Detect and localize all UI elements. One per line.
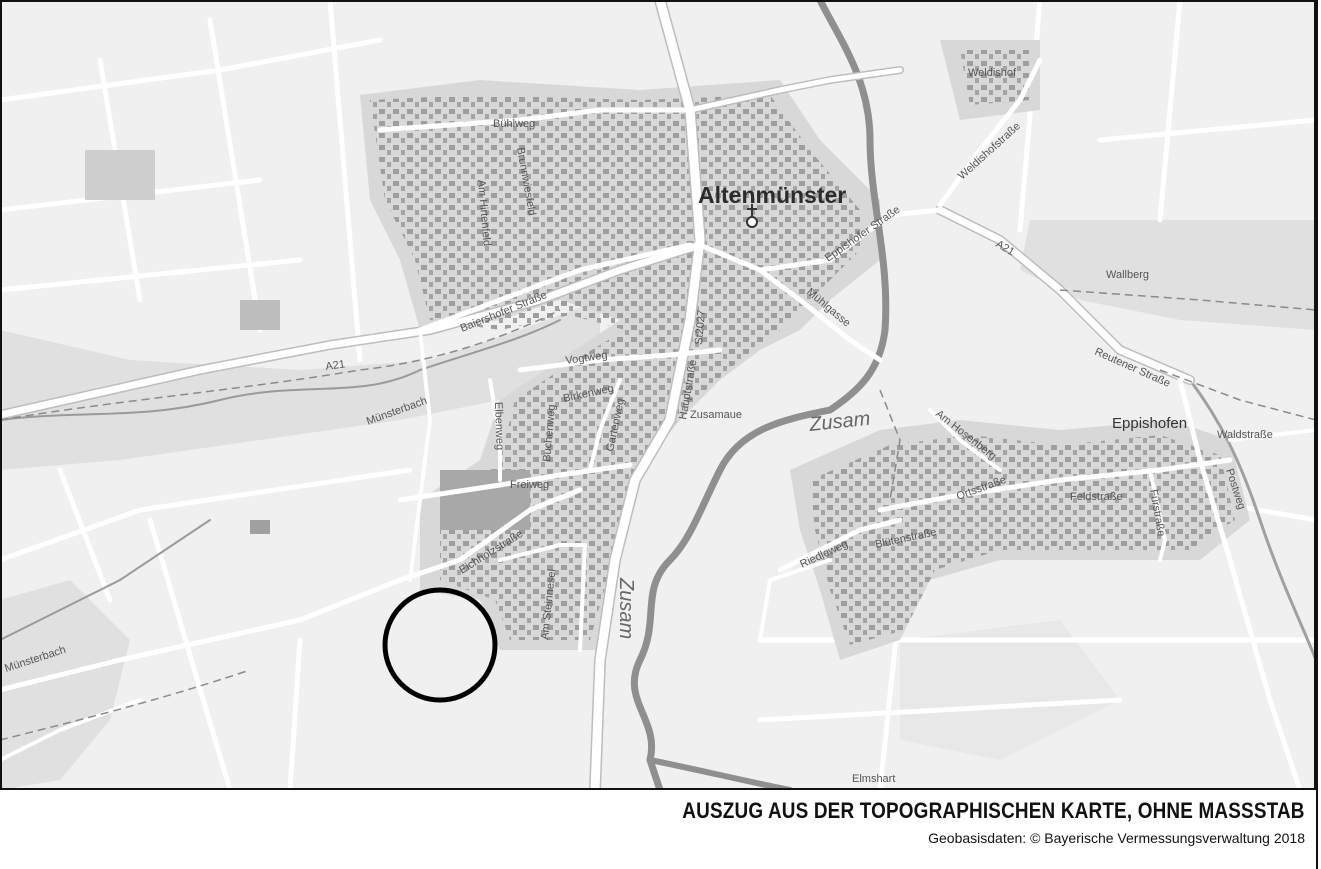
road-baiershofer	[417, 242, 693, 333]
road-hauptstrasse	[590, 0, 705, 790]
road-vogtweg	[517, 347, 723, 373]
road-field-sw	[0, 698, 142, 762]
label-a21-west: A21	[325, 358, 346, 373]
tributary-east	[1188, 378, 1316, 662]
label-altenmuenster: Altenmünster	[698, 182, 846, 208]
road-a21-west	[0, 241, 704, 419]
label-feldstrasse: Feldstraße	[1070, 491, 1123, 503]
road-eppishofer	[697, 207, 943, 273]
label-waldstrasse: Waldstraße	[1217, 429, 1273, 441]
road-elbenweg	[488, 378, 502, 482]
road-south-loop	[758, 558, 832, 642]
caption-title: AUSZUG AUS DER TOPOGRAPHISCHEN KARTE, OH…	[682, 798, 1305, 823]
label-elbenweg: Elbenweg	[492, 402, 506, 451]
forest-areas	[0, 220, 1316, 790]
road-fuerstrasse	[1148, 468, 1167, 562]
map-border	[0, 0, 1316, 790]
zusam-river-lower	[647, 757, 793, 790]
road-muehlgasse	[757, 267, 883, 363]
zusam-river	[630, 0, 890, 790]
label-zusamaue: Zusamaue	[690, 409, 742, 421]
road-gartenweg	[588, 378, 622, 472]
road-waldstrasse	[1228, 428, 1316, 442]
road-am-hosenberg	[928, 408, 1002, 472]
label-eppishofen: Eppishofen	[1112, 415, 1187, 432]
right-border-rule	[1316, 0, 1318, 869]
label-vogtweg: Vogtweg	[565, 349, 608, 367]
label-st2027: St2027	[693, 309, 708, 345]
label-freiweg: Freiweg	[510, 479, 549, 491]
location-marker-circle[interactable]	[382, 587, 498, 703]
road-west-vertical	[408, 328, 432, 582]
boundaries-dashed	[0, 289, 1316, 741]
label-am-hirtenfeld: Am Hirtenfeld	[475, 179, 493, 246]
road-buehlweg	[377, 67, 903, 133]
topographic-map[interactable]: Altenmünster Eppishofen Weldishof Wallbe…	[0, 0, 1316, 790]
label-wallberg: Wallberg	[1106, 269, 1149, 281]
church-icon	[746, 204, 758, 228]
map-caption: AUSZUG AUS DER TOPOGRAPHISCHEN KARTE, OH…	[581, 798, 1305, 846]
road-freiweg	[397, 462, 633, 503]
muensterbach-stream	[0, 319, 561, 421]
rivers	[0, 0, 1316, 790]
road-eichholzstrasse	[297, 487, 583, 623]
label-weldishof: Weldishof	[968, 67, 1017, 79]
road-ortsstrasse	[877, 457, 1233, 513]
label-elmshart: Elmshart	[852, 773, 895, 785]
label-buchenweg: Buchenweg	[541, 404, 558, 462]
road-riedleweg	[777, 517, 903, 573]
road-am-steinnesel	[498, 543, 587, 652]
caption-source: Geobasisdaten: © Bayerische Vermessungsv…	[928, 830, 1305, 846]
road-postweg	[1177, 377, 1303, 790]
label-zusam-south: Zusam	[615, 577, 637, 639]
label-buehlweg: Bühlweg	[493, 118, 535, 130]
road-weldishofstrasse	[937, 57, 1043, 208]
muensterbach-west	[0, 519, 211, 641]
